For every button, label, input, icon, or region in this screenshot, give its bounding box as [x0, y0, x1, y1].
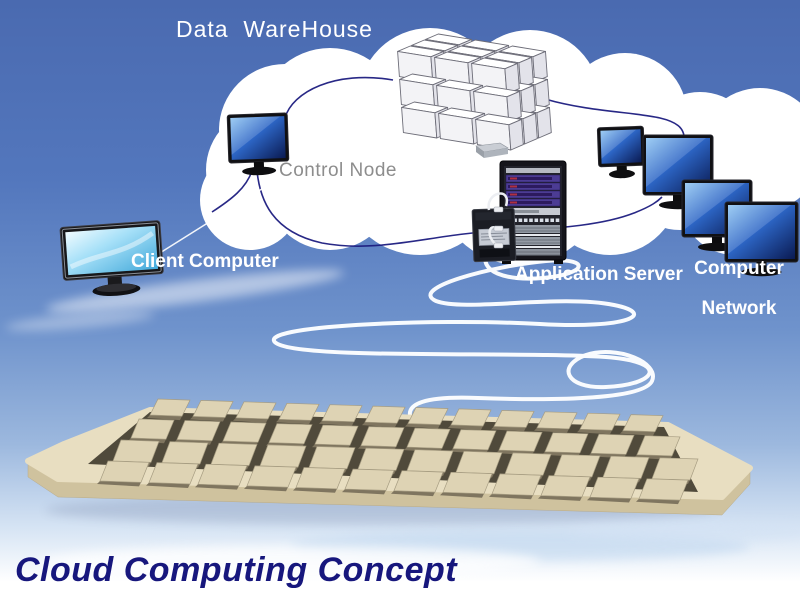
keyboard-icon [25, 398, 753, 516]
server-cables [487, 192, 509, 249]
keyboard-keys [97, 398, 699, 505]
label-client-computer: Client Computer [131, 251, 279, 272]
cloud-wisps [5, 269, 344, 331]
small-device-icon [475, 142, 509, 158]
client-computer-monitor-icon [59, 220, 164, 296]
label-control-node: Control Node [279, 160, 397, 181]
application-server-rack-icon [471, 142, 567, 264]
control-node-monitor-icon [226, 112, 290, 176]
bottom-wisps [40, 522, 800, 578]
keyboard-cable [271, 250, 655, 426]
warehouse-to-network-line [544, 98, 685, 137]
computer-network-monitors-icon [596, 125, 799, 277]
control-to-warehouse-line [284, 76, 394, 119]
label-computer-network: Computer Network [686, 258, 792, 320]
control-node-drop-line [211, 170, 253, 213]
monitor-icon [596, 125, 646, 179]
label-computer-network-line2: Network [701, 298, 777, 319]
ups-box-icon [471, 207, 517, 263]
label-data-warehouse: Data WareHouse [176, 16, 373, 42]
monitor-icon [226, 112, 290, 176]
label-application-server: Application Server [515, 264, 683, 285]
monitor-icon [724, 201, 799, 277]
cable-squiggle [271, 250, 655, 426]
label-computer-network-line1: Computer [694, 258, 784, 279]
page-title: Cloud Computing Concept [15, 551, 458, 589]
data-warehouse-cubes-icon [397, 33, 552, 151]
